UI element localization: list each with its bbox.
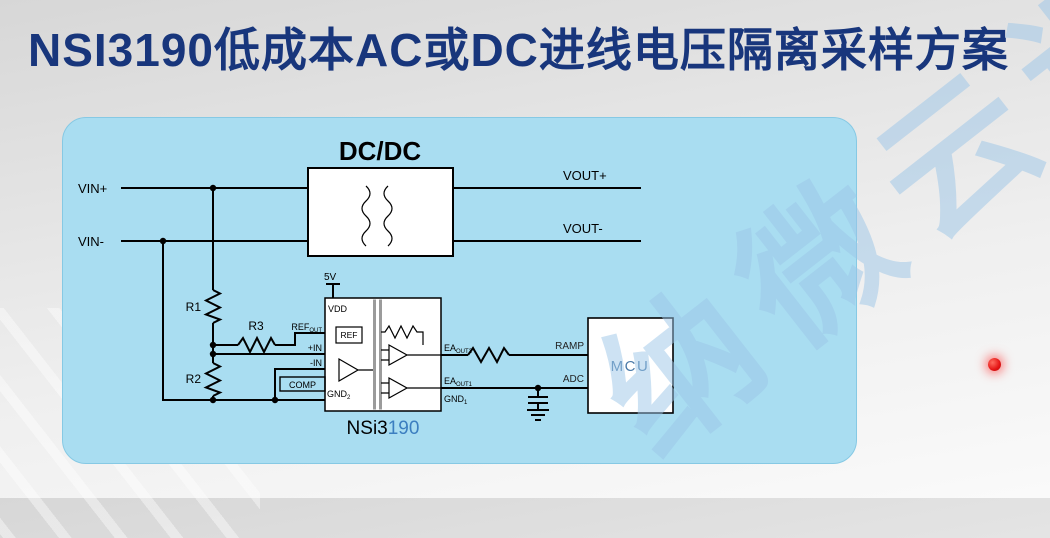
ref-block [335,326,363,344]
page-title: NSI3190低成本AC或DC进线电压隔离采样方案 [28,24,1009,76]
resistor-r3-label: R3 [248,319,264,333]
pin-gnd1-label: GND1 [444,394,468,406]
supply-5v-label: 5V [324,272,337,283]
resistor-r2-label: R2 [186,372,202,386]
dcdc-block: DC/DC [307,136,454,257]
pin-eaout1-label: EAOUT1 [444,376,473,388]
ramp-net-label: RAMP [555,341,584,352]
ground-symbol-icon [527,409,549,421]
nsi3190-chip: VDD REF REFOUT +IN -IN [279,297,473,439]
ref-block-label: REF [341,330,358,340]
isolation-barrier-right [379,299,382,410]
dcdc-box [307,167,454,257]
vin-minus-label: VIN- [78,234,104,249]
isolation-barrier-left [373,299,376,410]
pin-comp-label: COMP [289,380,316,390]
resistor-r1 [203,289,223,324]
resistor-r3 [237,335,276,355]
in-minus-wire [274,368,325,400]
opamp-right-top-icon [381,343,441,367]
pin-vdd-label: VDD [328,304,348,314]
comp-pin-box [279,376,326,392]
vout-minus-label: VOUT- [563,221,603,236]
opamp-left-icon [338,357,373,383]
chip-part-number: NSi3190 [347,418,420,439]
resistor-r2 [203,362,223,397]
supply-5v: 5V [324,272,340,298]
mcu-box [587,317,674,414]
refout-path: R3 [213,319,325,355]
laser-pointer-dot [988,358,1001,371]
pin-gnd2-label: GND2 [327,389,351,401]
junction-dots [159,184,542,404]
refout-wire [275,332,325,346]
resistor-r1-label: R1 [186,300,202,314]
supply-5v-wire [326,283,340,298]
pin-in-plus-label: +IN [308,343,322,353]
mcu-block: MCU [587,317,674,414]
internal-feedback-resistor-icon [381,324,424,345]
circuit-panel: DC/DC VIN+ VIN- VOUT+ VOUT- [62,117,857,464]
transformer-winding-icon [361,185,393,247]
filter-capacitor-icon [527,388,549,421]
io-wires: VIN+ VIN- VOUT+ VOUT- [78,168,641,249]
circuit-schematic: DC/DC VIN+ VIN- VOUT+ VOUT- [78,136,674,439]
output-network: RAMP ADC [441,341,588,421]
gnd-rail-wire [162,241,325,401]
pin-eaout2-label: EAOUT2 [444,343,473,355]
vout-plus-label: VOUT+ [563,168,607,183]
ramp-series-resistor [467,345,510,365]
resistor-divider: R1 R2 [186,188,223,400]
pin-refout-label: REFOUT [291,322,322,334]
pin-in-minus-label: -IN [310,358,322,368]
vin-plus-label: VIN+ [78,181,107,196]
adc-net-label: ADC [563,374,584,385]
dcdc-label: DC/DC [339,136,422,166]
opamp-right-bottom-icon [381,376,441,400]
input-wires [162,241,325,401]
mcu-label: MCU [611,358,650,375]
